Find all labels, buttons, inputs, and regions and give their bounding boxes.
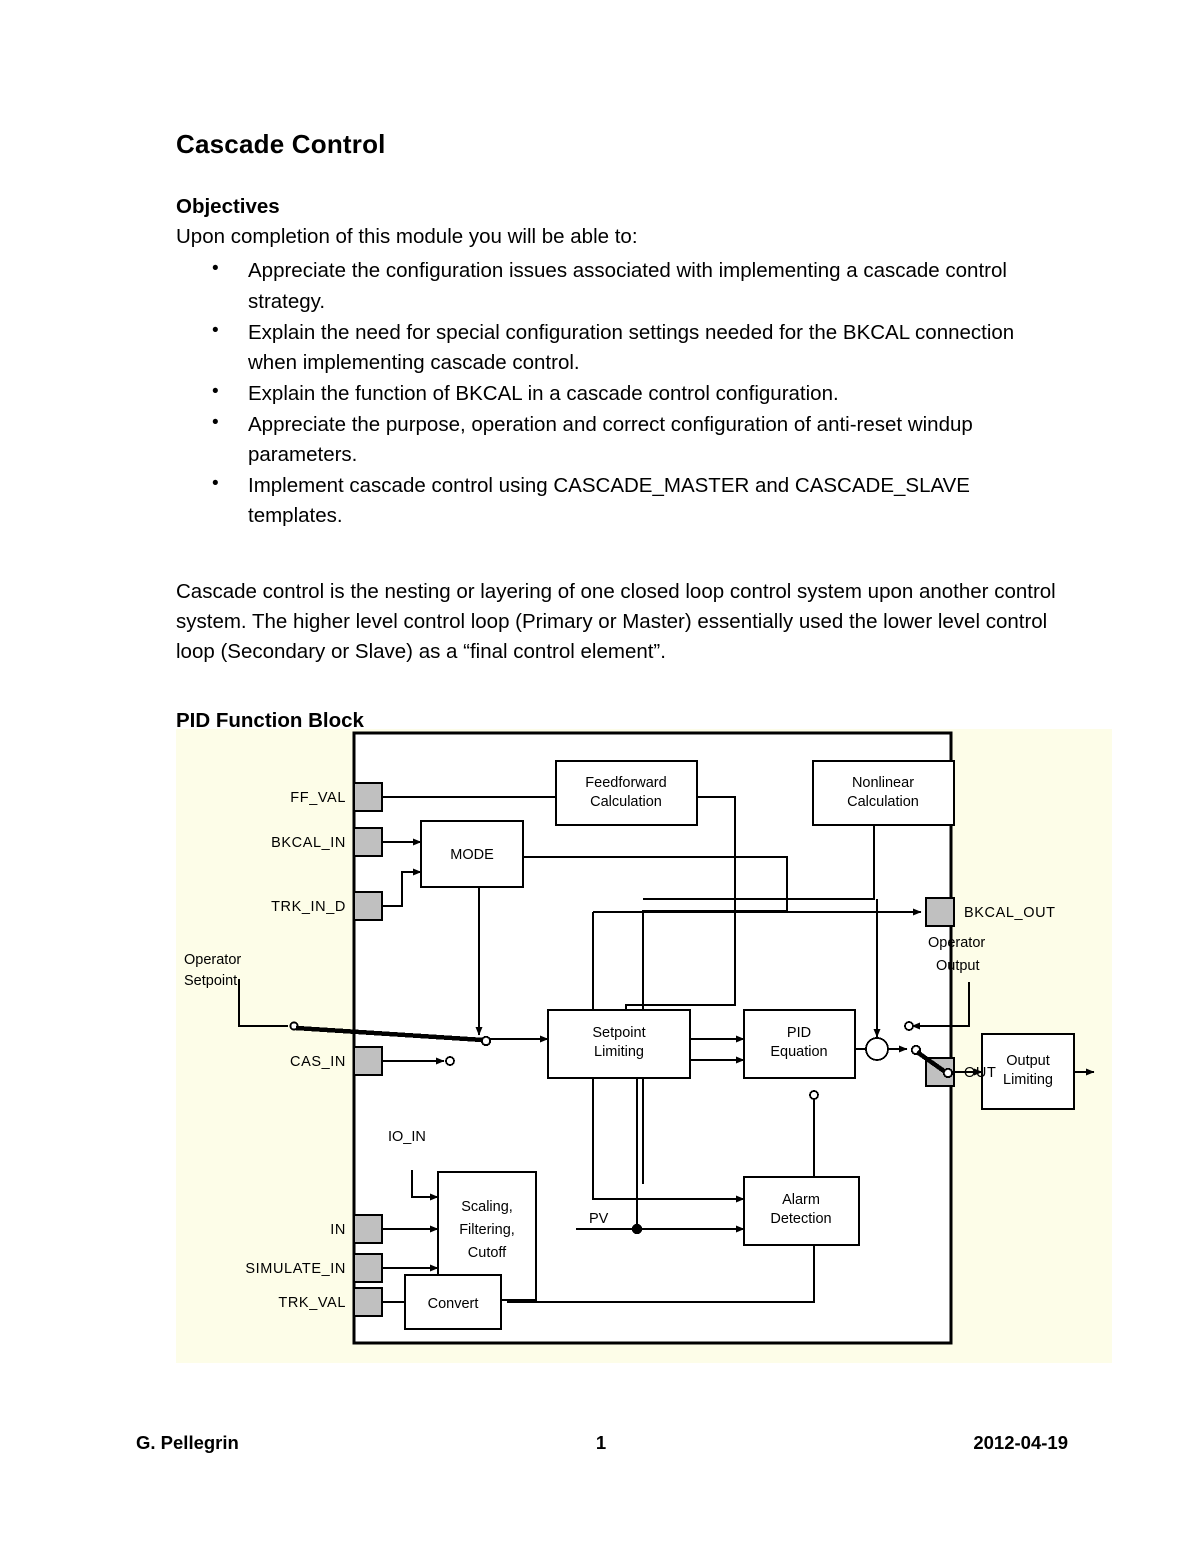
label-feedforward-calculation-line2: Calculation (590, 794, 662, 810)
output-selector-switch (809, 1021, 954, 1100)
label-setpoint-limiting-line2: Limiting (594, 1044, 644, 1060)
label-cas-in: CAS_IN (290, 1054, 346, 1070)
wire-mode-to-output-switch (523, 856, 788, 1184)
label-output-limiting-line1: Output (1006, 1053, 1050, 1069)
annotation-io-in: IO_IN (388, 1129, 426, 1145)
label-scaling-line3: Cutoff (468, 1245, 507, 1261)
list-item: Explain the need for special configurati… (176, 317, 1064, 378)
page-title: Cascade Control (176, 129, 386, 159)
page-footer: G. Pellegrin 1 2012-04-19 (136, 1432, 1068, 1454)
objectives-intro: Upon completion of this module you will … (176, 225, 638, 249)
label-feedforward-calculation-line1: Feedforward (585, 775, 666, 791)
block-pid-equation (743, 1009, 856, 1079)
block-setpoint-limiting (547, 1009, 691, 1079)
annotation-operator-setpoint-line1: Operator (184, 952, 241, 968)
label-nonlinear-calculation-line1: Nonlinear (852, 775, 914, 791)
wire-convert-to-track (507, 1099, 815, 1303)
summing-junction (865, 1037, 889, 1061)
wire-trkind-to-mode (378, 868, 422, 907)
pid-block-diagram-svg: FF_VAL BKCAL_IN TRK_IN_D CAS_IN IN SIMUL… (184, 731, 1095, 1345)
body-paragraph: Cascade control is the nesting or layeri… (176, 579, 1056, 663)
label-pid-equation-line2: Equation (770, 1044, 827, 1060)
list-item: Implement cascade control using CASCADE_… (176, 470, 1064, 531)
list-item: Appreciate the purpose, operation and co… (176, 409, 1064, 470)
label-alarm-detection-line2: Detection (770, 1211, 831, 1227)
block-output-limiting (981, 1033, 1075, 1110)
block-feedforward-calculation (555, 760, 698, 826)
label-pid-equation-line1: PID (787, 1025, 811, 1041)
wire-nonlinear-down (643, 825, 875, 900)
annotation-operator-setpoint-line2: Setpoint (184, 973, 237, 989)
label-mode: MODE (450, 847, 494, 863)
port-in (353, 1214, 383, 1244)
label-alarm-detection-line1: Alarm (782, 1192, 820, 1208)
pid-function-block-diagram: FF_VAL BKCAL_IN TRK_IN_D CAS_IN IN SIMUL… (176, 729, 1112, 1363)
wire-ioin-to-scaling (411, 1170, 439, 1201)
label-convert: Convert (428, 1296, 479, 1312)
footer-author: G. Pellegrin (136, 1432, 239, 1453)
document-body: Cascade Control Objectives Upon completi… (176, 130, 1064, 737)
label-output-limiting-line2: Limiting (1003, 1072, 1053, 1088)
footer-page-number: 1 (595, 1432, 607, 1453)
port-trk-in-d (353, 891, 383, 921)
block-alarm-detection (743, 1176, 860, 1246)
label-bkcal-out: BKCAL_OUT (964, 905, 1056, 921)
port-simulate-in (353, 1253, 383, 1283)
label-simulate-in: SIMULATE_IN (245, 1261, 346, 1277)
label-trk-in-d: TRK_IN_D (271, 899, 346, 915)
port-bkcal-out (925, 897, 955, 927)
port-ff-val (353, 782, 383, 812)
wire-alarm-top-input (592, 1114, 745, 1203)
annotation-pv: PV (589, 1211, 609, 1227)
label-ff-val: FF_VAL (290, 790, 346, 806)
block-nonlinear-calculation (812, 760, 955, 826)
label-scaling-line1: Scaling, (461, 1199, 513, 1215)
objectives-heading: Objectives (176, 194, 280, 218)
label-trk-val: TRK_VAL (278, 1295, 346, 1311)
label-nonlinear-calculation-line2: Calculation (847, 794, 919, 810)
label-setpoint-limiting-line1: Setpoint (592, 1025, 645, 1041)
label-in: IN (330, 1222, 346, 1238)
block-convert (404, 1274, 502, 1330)
wire-operator-setpoint-leader (238, 979, 288, 1027)
figure-heading: PID Function Block (176, 708, 364, 732)
label-scaling-line2: Filtering, (459, 1222, 515, 1238)
port-trk-val (353, 1287, 383, 1317)
annotation-operator-output-line2: Output (936, 958, 980, 974)
block-mode (420, 820, 524, 888)
port-cas-in (353, 1046, 383, 1076)
label-out: OUT (964, 1065, 996, 1081)
list-item: Explain the function of BKCAL in a casca… (176, 378, 1064, 409)
list-item: Appreciate the configuration issues asso… (176, 255, 1064, 316)
objectives-list: Appreciate the configuration issues asso… (176, 255, 1064, 531)
label-bkcal-in: BKCAL_IN (271, 835, 346, 851)
port-bkcal-in (353, 827, 383, 857)
pv-junction-dot (631, 1223, 643, 1235)
footer-date: 2012-04-19 (973, 1432, 1068, 1453)
setpoint-selector-switch (289, 1021, 492, 1066)
annotation-operator-output-line1: Operator (928, 935, 985, 951)
wire-operator-output-leader (911, 982, 970, 1030)
